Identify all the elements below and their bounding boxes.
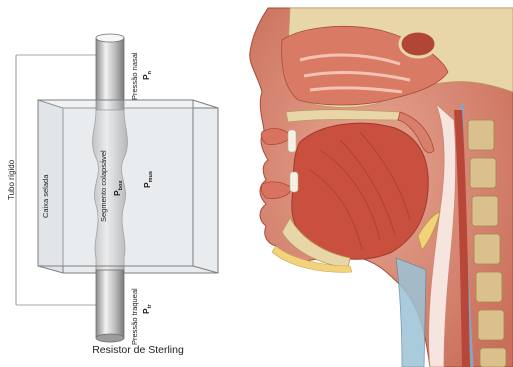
rigid-tube-lower (96, 270, 124, 342)
nasal-pressure-symbol: Pn (141, 70, 153, 80)
sagittal-head-illustration (250, 8, 513, 367)
upper-incisor (288, 130, 296, 152)
tracheal-pressure-label: Pressão traqueal (130, 288, 139, 345)
sealed-box-front (38, 100, 193, 266)
lower-incisor (290, 172, 298, 192)
box-label: Caixa selada (41, 174, 50, 218)
sphenoid-sinus (400, 31, 436, 57)
starling-caption: Resistor de Sterling (58, 344, 218, 356)
tube-label: Tubo rígido (7, 159, 16, 200)
larynx-trachea (396, 258, 426, 367)
nasal-pressure-label: Pressão nasal (130, 52, 139, 100)
segment-label: Segmento colapsável (99, 150, 108, 222)
rigid-tube-upper (96, 34, 124, 110)
starling-resistor-diagram: Tubo rígido Caixa selada Segmento colaps… (7, 34, 218, 345)
tracheal-pressure-symbol: Ptr (141, 303, 153, 314)
